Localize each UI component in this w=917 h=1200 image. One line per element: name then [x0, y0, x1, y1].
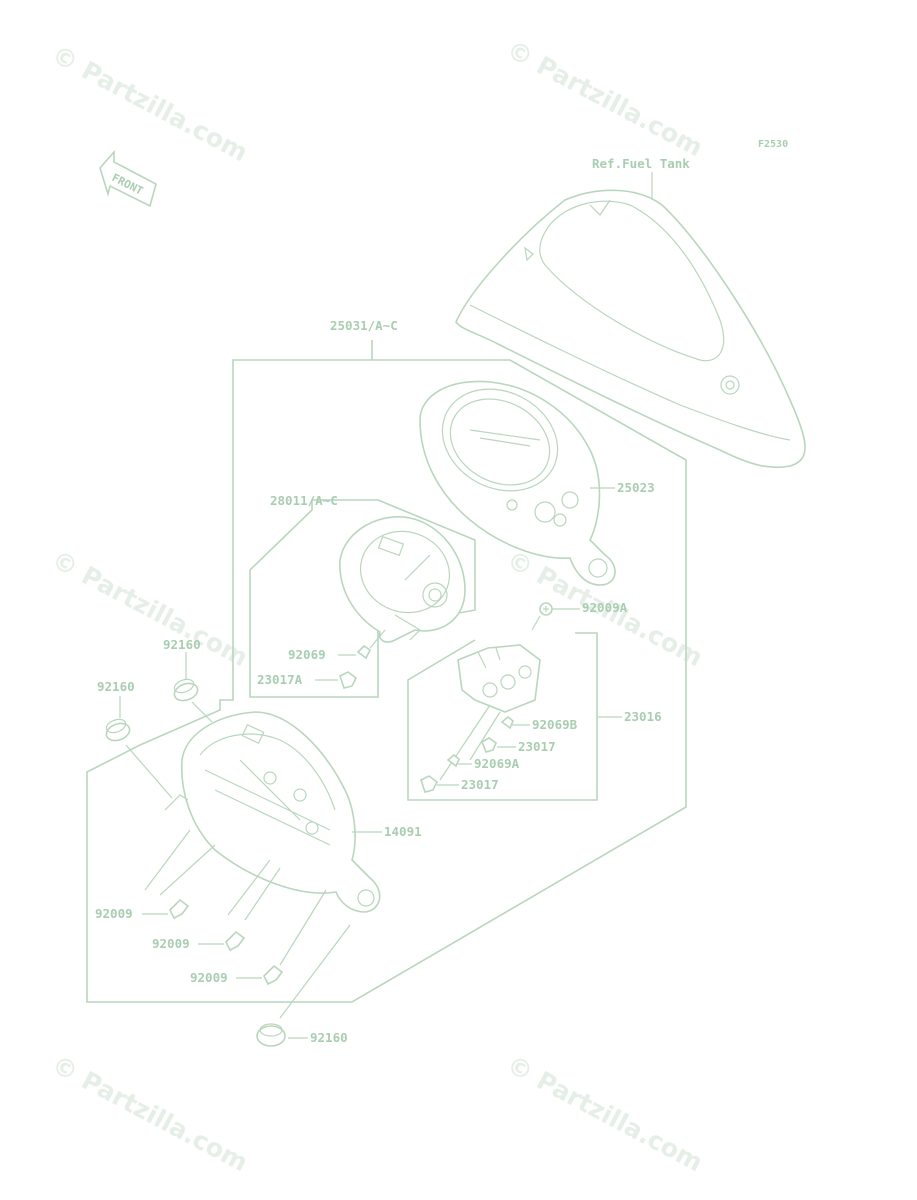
meter-unit-28011 — [339, 516, 466, 643]
watermark-2: © Partzilla.com — [502, 35, 707, 163]
label-92160-left: 92160 — [97, 679, 135, 694]
label-23017A: 23017A — [257, 672, 303, 687]
bulb-92069 — [356, 644, 372, 660]
label-ref-fuel-tank: Ref.Fuel Tank — [592, 156, 690, 171]
label-92069A: 92069A — [474, 756, 520, 771]
label-92160-top: 92160 — [163, 637, 201, 652]
label-14091: 14091 — [384, 824, 422, 839]
meter-housing-14091 — [164, 711, 381, 913]
label-92009-1: 92009 — [95, 906, 133, 921]
socket-23017A — [339, 671, 358, 689]
meter-case-25023 — [419, 380, 616, 586]
label-25031: 25031/A~C — [330, 318, 398, 333]
figure-code: F2530 — [758, 139, 788, 150]
label-23016: 23016 — [624, 709, 662, 724]
grommet-92160-top — [173, 678, 199, 702]
label-92160-bottom: 92160 — [310, 1030, 348, 1045]
screw-92009-1 — [144, 829, 216, 920]
bulb-92069A — [446, 753, 460, 768]
socket-23017-a — [480, 737, 497, 753]
label-23017-b: 23017 — [461, 777, 499, 792]
meter-cover — [455, 189, 806, 469]
indicator-unit-23016 — [439, 644, 541, 781]
bulb-92069B — [500, 715, 514, 730]
watermark-1: © Partzilla.com — [47, 40, 252, 168]
front-arrow-icon: FRONT — [99, 149, 157, 208]
grommet-92160-bottom — [256, 924, 351, 1047]
label-92069: 92069 — [288, 647, 326, 662]
label-92069B: 92069B — [532, 717, 578, 732]
watermark-5: © Partzilla.com — [47, 1050, 252, 1178]
screw-92009-2 — [225, 859, 281, 952]
label-28011: 28011/A~C — [270, 493, 338, 508]
watermark-6: © Partzilla.com — [502, 1050, 707, 1178]
label-92009-2: 92009 — [152, 936, 190, 951]
assembly-outline-23016 — [407, 632, 598, 801]
screw-92009A — [531, 602, 553, 631]
label-92009A: 92009A — [582, 600, 628, 615]
screw-92009-3 — [263, 889, 327, 986]
watermark-3: © Partzilla.com — [47, 545, 252, 673]
label-23017-a: 23017 — [518, 739, 556, 754]
assembly-outline-28011 — [249, 499, 476, 698]
assembly-outline-25031 — [86, 340, 687, 1003]
socket-23017-b — [420, 775, 439, 793]
label-92009-3: 92009 — [190, 970, 228, 985]
label-25023: 25023 — [617, 480, 655, 495]
grommet-92160-left — [105, 718, 131, 742]
